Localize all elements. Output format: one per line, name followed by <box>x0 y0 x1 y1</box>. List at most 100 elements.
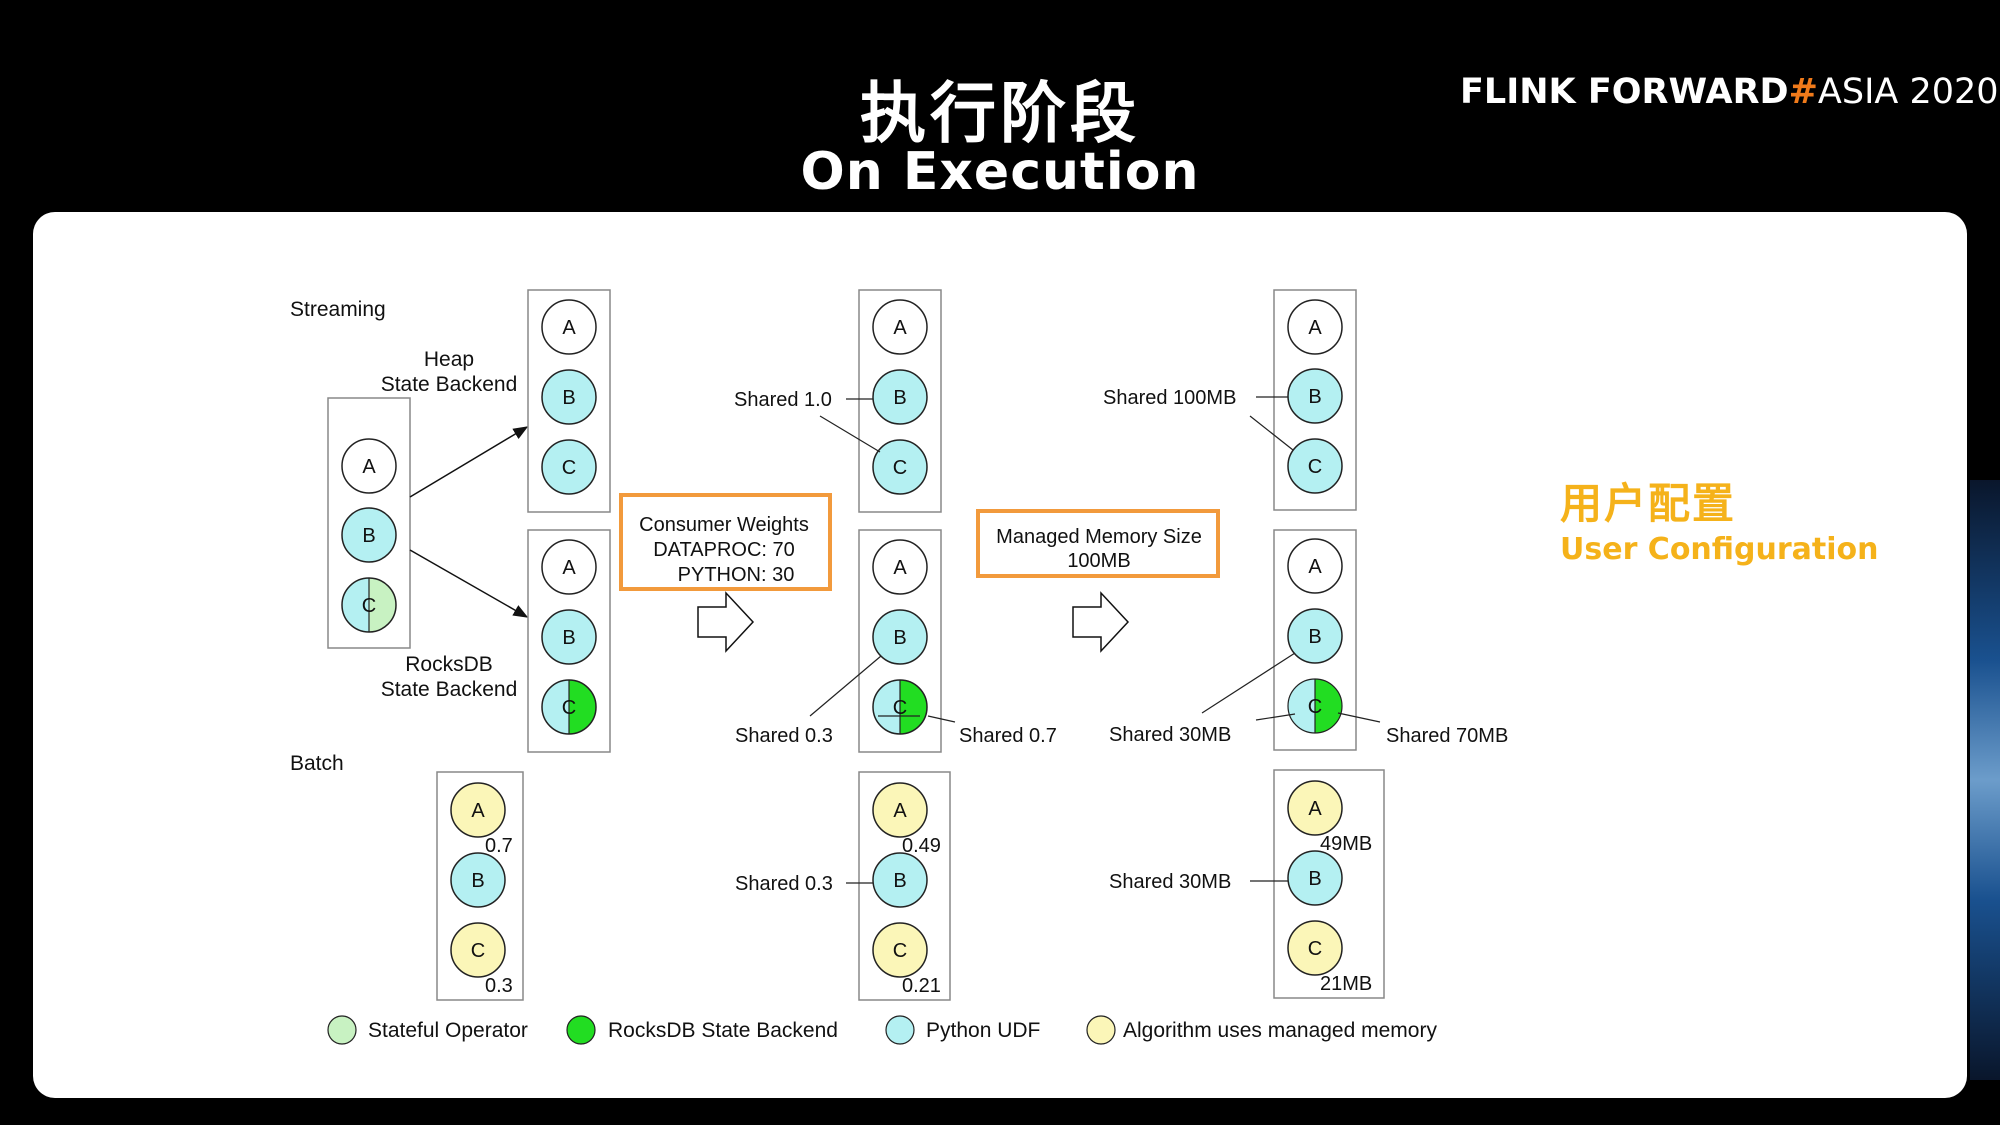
leader-shared-30mb <box>1201 652 1296 714</box>
weight-a-batch-2: 0.49 <box>902 835 941 857</box>
c1b-node-c: C <box>450 922 506 978</box>
shared-0-3-label: Shared 0.3 <box>735 725 833 747</box>
c3r-node-a: A <box>1287 538 1343 594</box>
shared-100mb-label: Shared 100MB <box>1103 387 1236 409</box>
svg-text:B: B <box>562 387 575 409</box>
svg-text:C: C <box>562 457 576 479</box>
c1r-node-b: B <box>541 609 597 665</box>
c2h-node-b: B <box>872 369 928 425</box>
svg-text:C: C <box>1308 938 1322 960</box>
decorative-strip <box>1970 480 2000 1080</box>
c2b-node-b: B <box>872 852 928 908</box>
c3h-node-b: B <box>1287 368 1343 424</box>
svg-text:A: A <box>362 456 376 478</box>
c2h-node-c: C <box>872 439 928 495</box>
svg-text:RocksDB State Backend: RocksDB State Backend <box>608 1019 838 1042</box>
mem-c-batch: 21MB <box>1320 973 1372 995</box>
consumer-weights-title: Consumer Weights <box>639 514 809 536</box>
leader-shared-70mb <box>1337 712 1381 723</box>
leader-shared-100mb-c <box>1249 415 1294 451</box>
user-config-en: User Configuration <box>1560 532 1879 567</box>
c1h-node-c: C <box>541 439 597 495</box>
svg-text:B: B <box>893 387 906 409</box>
arrow-to-rocksdb <box>409 549 529 618</box>
c1h-node-b: B <box>541 369 597 425</box>
svg-text:B: B <box>893 627 906 649</box>
svg-text:Python UDF: Python UDF <box>926 1019 1040 1042</box>
svg-text:A: A <box>1308 556 1322 578</box>
c2r-node-b: B <box>872 609 928 665</box>
c1r-node-c: C <box>541 679 597 735</box>
svg-text:C: C <box>1308 696 1322 718</box>
c2r-node-a: A <box>872 539 928 595</box>
brand-main: FLINK FORWARD <box>1460 72 1789 112</box>
consumer-weights-box <box>619 493 832 591</box>
svg-text:A: A <box>1308 798 1322 820</box>
arrow-to-heap <box>409 426 529 498</box>
c2r-node-c: C <box>872 679 928 735</box>
svg-text:A: A <box>471 800 485 822</box>
managed-memory-title: Managed Memory Size <box>996 526 1202 548</box>
legend: Stateful Operator RocksDB State Backend … <box>327 1015 1437 1045</box>
svg-text:B: B <box>893 870 906 892</box>
svg-text:A: A <box>1308 317 1322 339</box>
c3b-node-a: A <box>1287 780 1343 836</box>
leader-shared-0-3 <box>809 655 882 717</box>
weight-a-batch: 0.7 <box>485 835 513 857</box>
legend-item-managed-memory: Algorithm uses managed memory <box>1086 1015 1437 1045</box>
svg-text:C: C <box>893 940 907 962</box>
brand-logo: FLINK FORWARD#ASIA 2020 <box>1460 72 1999 112</box>
weight-c-batch-2: 0.21 <box>902 975 941 997</box>
shared-70mb-label: Shared 70MB <box>1386 725 1508 747</box>
consumer-weights-python: PYTHON: 30 <box>678 564 795 586</box>
svg-text:C: C <box>893 697 907 719</box>
legend-item-stateful: Stateful Operator <box>327 1015 528 1045</box>
svg-text:C: C <box>1308 456 1322 478</box>
c1b-node-b: B <box>450 852 506 908</box>
c2h-node-a: A <box>872 299 928 355</box>
shared-30mb-batch-label: Shared 30MB <box>1109 871 1231 893</box>
svg-text:B: B <box>1308 386 1321 408</box>
hollow-arrow-2 <box>1072 591 1130 653</box>
c1h-node-a: A <box>541 299 597 355</box>
label-batch: Batch <box>290 752 344 775</box>
user-config-zh: 用户配置 <box>1560 479 1737 528</box>
shared-0-7-label: Shared 0.7 <box>959 725 1057 747</box>
svg-text:A: A <box>893 557 907 579</box>
c3h-node-a: A <box>1287 299 1343 355</box>
weight-c-batch: 0.3 <box>485 975 513 997</box>
leader-shared-30mb-c <box>1255 713 1296 721</box>
legend-item-python-udf: Python UDF <box>885 1015 1040 1045</box>
svg-text:B: B <box>471 870 484 892</box>
svg-text:B: B <box>562 627 575 649</box>
label-heap-2: State Backend <box>381 373 518 396</box>
mem-a-batch: 49MB <box>1320 833 1372 855</box>
managed-memory-box <box>976 509 1220 578</box>
svg-text:C: C <box>562 697 576 719</box>
src-node-c: C <box>341 577 397 633</box>
label-streaming: Streaming <box>290 298 386 321</box>
c3b-node-c: C <box>1287 920 1343 976</box>
legend-item-rocksdb: RocksDB State Backend <box>566 1015 838 1045</box>
svg-text:B: B <box>362 525 375 547</box>
page-title-en: On Execution <box>800 142 1200 202</box>
src-node-b: B <box>341 507 397 563</box>
c1r-node-a: A <box>541 539 597 595</box>
leader-shared-0-7-tail <box>927 715 956 723</box>
managed-memory-size: 100MB <box>1067 550 1130 572</box>
svg-text:A: A <box>893 800 907 822</box>
shared-30mb-label: Shared 30MB <box>1109 724 1231 746</box>
svg-text:C: C <box>471 940 485 962</box>
svg-text:B: B <box>1308 626 1321 648</box>
c3h-node-c: C <box>1287 438 1343 494</box>
c2b-node-a: A <box>872 782 928 838</box>
c2b-node-c: C <box>872 922 928 978</box>
label-heap-1: Heap <box>424 348 474 371</box>
page-title-zh: 执行阶段 <box>860 75 1140 152</box>
svg-text:C: C <box>362 595 376 617</box>
label-rocks-1: RocksDB <box>405 653 493 676</box>
svg-text:A: A <box>562 557 576 579</box>
svg-text:Stateful Operator: Stateful Operator <box>368 1019 528 1042</box>
content-panel <box>33 212 1967 1098</box>
